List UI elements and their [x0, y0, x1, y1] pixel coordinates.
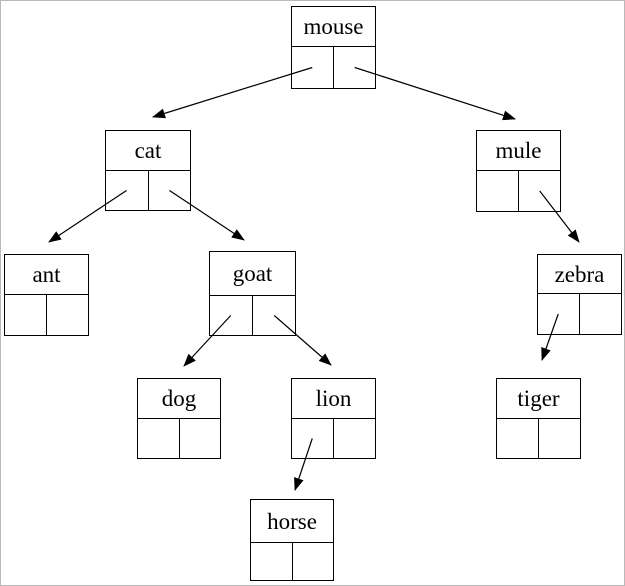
pointer-cells [292, 47, 375, 88]
left-pointer-cell [497, 419, 538, 458]
pointer-cells [497, 419, 580, 458]
node-label: goat [210, 252, 295, 296]
node-label: zebra [538, 255, 621, 294]
right-pointer-cell [147, 171, 191, 210]
tree-node-horse: horse [250, 499, 334, 581]
node-label: tiger [497, 379, 580, 419]
pointer-cells [210, 296, 295, 335]
right-pointer-cell [538, 419, 580, 458]
right-pointer-cell [333, 47, 375, 88]
tree-node-cat: cat [105, 130, 191, 211]
edge-mouse-right-to-mule [354, 66, 516, 121]
tree-node-goat: goat [209, 251, 296, 336]
tree-node-tiger: tiger [496, 378, 581, 459]
tree-node-zebra: zebra [537, 254, 622, 335]
left-pointer-cell [106, 171, 148, 210]
tree-node-ant: ant [4, 254, 89, 336]
pointer-cells [138, 419, 220, 458]
tree-node-lion: lion [291, 378, 376, 459]
pointer-cells [477, 171, 560, 211]
pointer-cells [538, 294, 621, 334]
left-pointer-cell [210, 296, 252, 335]
left-pointer-cell [5, 295, 46, 335]
right-pointer-cell [291, 543, 334, 580]
pointer-cells [251, 543, 333, 580]
right-pointer-cell [518, 171, 560, 211]
left-pointer-cell [477, 171, 518, 211]
left-pointer-cell [292, 419, 333, 458]
pointer-cells [292, 419, 375, 458]
pointer-cells [106, 171, 190, 210]
left-pointer-cell [251, 543, 292, 580]
node-label: mouse [292, 7, 375, 47]
node-label: ant [5, 255, 88, 295]
node-label: dog [138, 379, 220, 419]
node-label: lion [292, 379, 375, 419]
right-pointer-cell [252, 296, 295, 335]
right-pointer-cell [178, 419, 221, 458]
node-label: horse [251, 500, 333, 543]
tree-node-dog: dog [137, 378, 221, 459]
left-pointer-cell [292, 47, 333, 88]
right-pointer-cell [46, 295, 88, 335]
right-pointer-cell [333, 419, 375, 458]
tree-node-mouse: mouse [291, 6, 376, 89]
edge-mouse-left-to-cat [152, 66, 313, 119]
node-label: cat [106, 131, 190, 171]
tree-node-mule: mule [476, 130, 561, 212]
left-pointer-cell [538, 294, 579, 334]
node-label: mule [477, 131, 560, 171]
right-pointer-cell [579, 294, 621, 334]
left-pointer-cell [138, 419, 179, 458]
pointer-cells [5, 295, 88, 335]
